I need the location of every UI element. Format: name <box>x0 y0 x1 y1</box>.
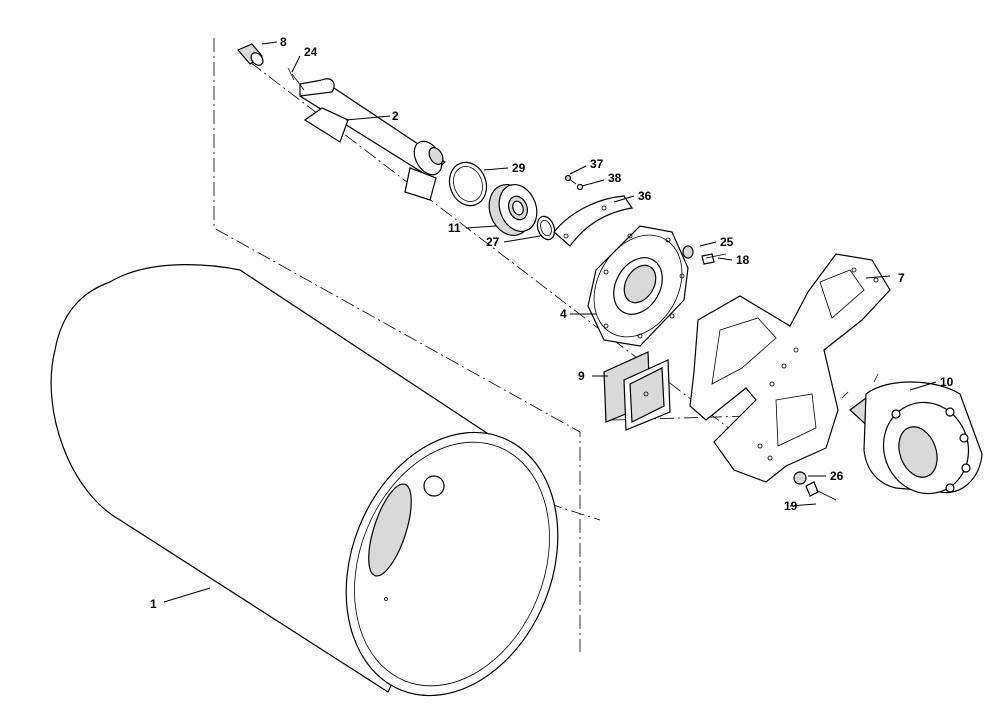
retaining-ring <box>536 215 556 241</box>
bearing-housing-flange <box>587 225 689 347</box>
callout-26: 26 <box>830 469 844 483</box>
callout-24: 24 <box>304 45 318 59</box>
callout-labels: 1 2 4 7 8 9 10 11 18 19 24 25 26 27 29 3… <box>150 35 954 611</box>
leader-lines <box>163 41 937 603</box>
callout-36: 36 <box>638 189 652 203</box>
callout-18: 18 <box>736 253 750 267</box>
motor-mount-plate <box>689 253 891 483</box>
callout-27: 27 <box>486 235 500 249</box>
callout-37: 37 <box>590 157 604 171</box>
callout-29: 29 <box>512 161 526 175</box>
callout-9: 9 <box>578 369 585 383</box>
callout-7: 7 <box>898 271 905 285</box>
callout-8: 8 <box>280 35 287 49</box>
callout-10: 10 <box>940 375 954 389</box>
cover-plate <box>553 195 634 247</box>
callout-2: 2 <box>392 109 399 123</box>
callout-1: 1 <box>150 597 157 611</box>
snap-ring <box>448 161 488 207</box>
callout-25: 25 <box>720 235 734 249</box>
screw-and-washer <box>564 174 584 191</box>
pin <box>287 67 295 81</box>
hydraulic-motor <box>841 373 983 495</box>
washers-and-bolts <box>682 245 837 501</box>
callout-11: 11 <box>448 221 461 235</box>
callout-19: 19 <box>784 499 798 513</box>
callout-4: 4 <box>560 307 567 321</box>
rubber-mount <box>603 351 671 431</box>
eccentric-shaft <box>291 73 447 201</box>
bearing <box>488 184 538 236</box>
grease-fitting <box>237 43 264 66</box>
drum-shell <box>50 264 559 697</box>
callout-38: 38 <box>608 171 622 185</box>
